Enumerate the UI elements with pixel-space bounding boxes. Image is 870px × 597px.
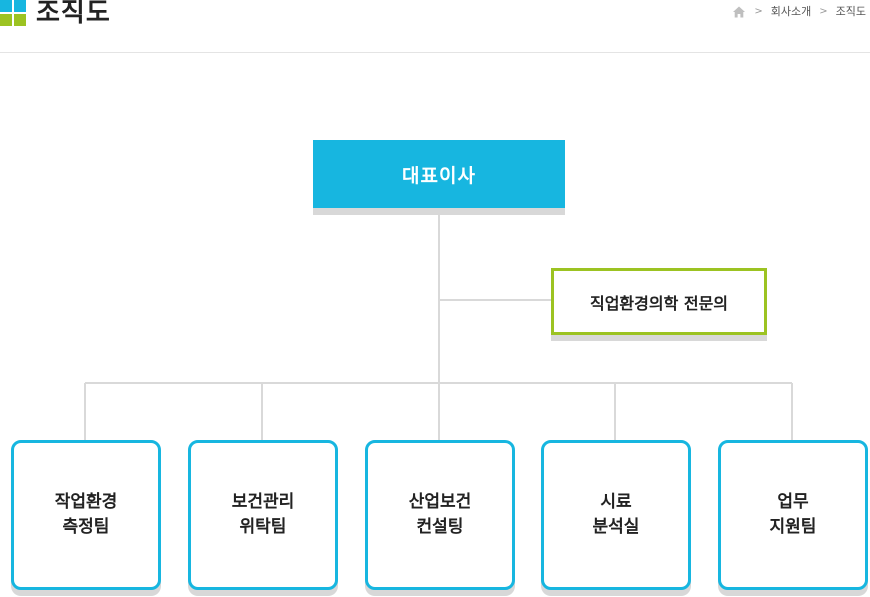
title-logo-icon (0, 0, 26, 27)
ceo-box: 대표이사 (313, 140, 565, 208)
home-icon[interactable] (732, 5, 746, 19)
team-box-business-support: 업무 지원팀 (718, 440, 868, 590)
breadcrumb-separator: > (754, 6, 763, 17)
team-box-work-environment: 작업환경 측정팀 (11, 440, 161, 590)
page-header: 조직도 > 회사소개 > 조직도 (0, 0, 870, 53)
breadcrumb-item-company[interactable]: 회사소개 (770, 5, 812, 18)
advisor-box: 직업환경의학 전문의 (551, 268, 767, 335)
team-label-line2: 컨설팅 (416, 517, 464, 537)
team-box-health-management: 보건관리 위탁팀 (188, 440, 338, 590)
team-label-line1: 작업환경 (54, 492, 118, 512)
page-title: 조직도 (36, 0, 111, 28)
team-label-line2: 측정팀 (62, 517, 110, 537)
team-box-industrial-health: 산업보건 컨설팅 (365, 440, 515, 590)
team-label-line1: 보건관리 (231, 492, 295, 512)
breadcrumb-separator: > (819, 6, 828, 17)
team-label-line2: 위탁팀 (239, 517, 287, 537)
advisor-box-shadow (551, 334, 767, 341)
team-label-line1: 산업보건 (408, 492, 472, 512)
team-label-line1: 시료 (600, 492, 632, 512)
ceo-box-shadow (313, 208, 565, 215)
team-label-line2: 분석실 (592, 517, 640, 537)
team-box-sample-analysis: 시료 분석실 (541, 440, 691, 590)
team-label-line2: 지원팀 (769, 517, 817, 537)
breadcrumb: > 회사소개 > 조직도 (732, 5, 866, 19)
team-label-line1: 업무 (777, 492, 809, 512)
breadcrumb-item-org-chart[interactable]: 조직도 (835, 5, 866, 18)
